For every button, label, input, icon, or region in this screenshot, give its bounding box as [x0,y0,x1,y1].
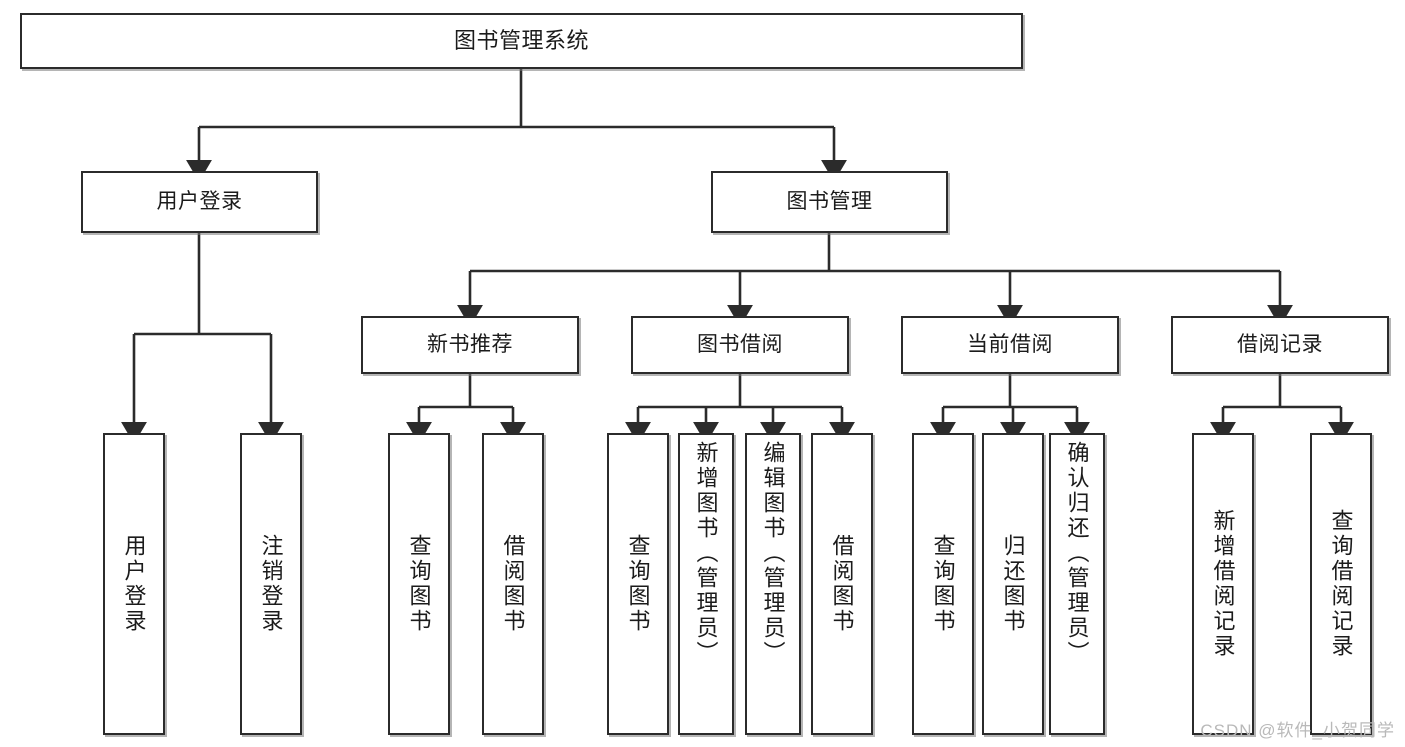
leaf-add-book-admin[interactable]: 新增图书（管理员） [678,433,734,735]
node-new-book-recommend[interactable]: 新书推荐 [361,316,579,374]
node-book-borrow[interactable]: 图书借阅 [631,316,849,374]
leaf-borrow-book-recommend-label: 借阅图书 [500,534,526,634]
node-current-borrow[interactable]: 当前借阅 [901,316,1119,374]
leaf-borrow-book[interactable]: 借阅图书 [811,433,873,735]
leaf-query-book-recommend[interactable]: 查询图书 [388,433,450,735]
leaf-query-borrow-record[interactable]: 查询借阅记录 [1310,433,1372,735]
node-book-management-label: 图书管理 [786,190,873,214]
leaf-user-login-label: 用户登录 [121,534,147,634]
node-book-borrow-label: 图书借阅 [697,333,783,357]
node-book-management[interactable]: 图书管理 [711,171,948,233]
node-user-login-label: 用户登录 [156,190,243,214]
leaf-borrow-book-recommend[interactable]: 借阅图书 [482,433,544,735]
leaf-user-login[interactable]: 用户登录 [103,433,165,735]
leaf-confirm-return-admin-label: 确认归还（管理员） [1064,441,1090,666]
leaf-add-borrow-record-label: 新增借阅记录 [1210,509,1236,659]
node-root[interactable]: 图书管理系统 [20,13,1023,69]
leaf-query-book-borrow-label: 查询图书 [625,534,651,634]
leaf-query-borrow-record-label: 查询借阅记录 [1328,509,1354,659]
leaf-query-book-current-label: 查询图书 [930,534,956,634]
node-borrow-records[interactable]: 借阅记录 [1171,316,1389,374]
leaf-logout-label: 注销登录 [258,534,284,634]
node-user-login[interactable]: 用户登录 [81,171,318,233]
leaf-add-borrow-record[interactable]: 新增借阅记录 [1192,433,1254,735]
leaf-logout[interactable]: 注销登录 [240,433,302,735]
leaf-return-book-label: 归还图书 [1000,534,1026,634]
leaf-add-book-admin-label: 新增图书（管理员） [693,441,719,666]
leaf-confirm-return-admin[interactable]: 确认归还（管理员） [1049,433,1105,735]
leaf-return-book[interactable]: 归还图书 [982,433,1044,735]
leaf-query-book-borrow[interactable]: 查询图书 [607,433,669,735]
node-current-borrow-label: 当前借阅 [967,333,1053,357]
leaf-edit-book-admin-label: 编辑图书（管理员） [760,441,786,666]
leaf-edit-book-admin[interactable]: 编辑图书（管理员） [745,433,801,735]
node-root-label: 图书管理系统 [453,27,589,53]
leaf-query-book-current[interactable]: 查询图书 [912,433,974,735]
leaf-query-book-recommend-label: 查询图书 [406,534,432,634]
node-borrow-records-label: 借阅记录 [1237,333,1323,357]
node-new-book-recommend-label: 新书推荐 [427,333,513,357]
leaf-borrow-book-label: 借阅图书 [829,534,855,634]
csdn-watermark: CSDN @软件_小贺同学 [1200,721,1395,740]
